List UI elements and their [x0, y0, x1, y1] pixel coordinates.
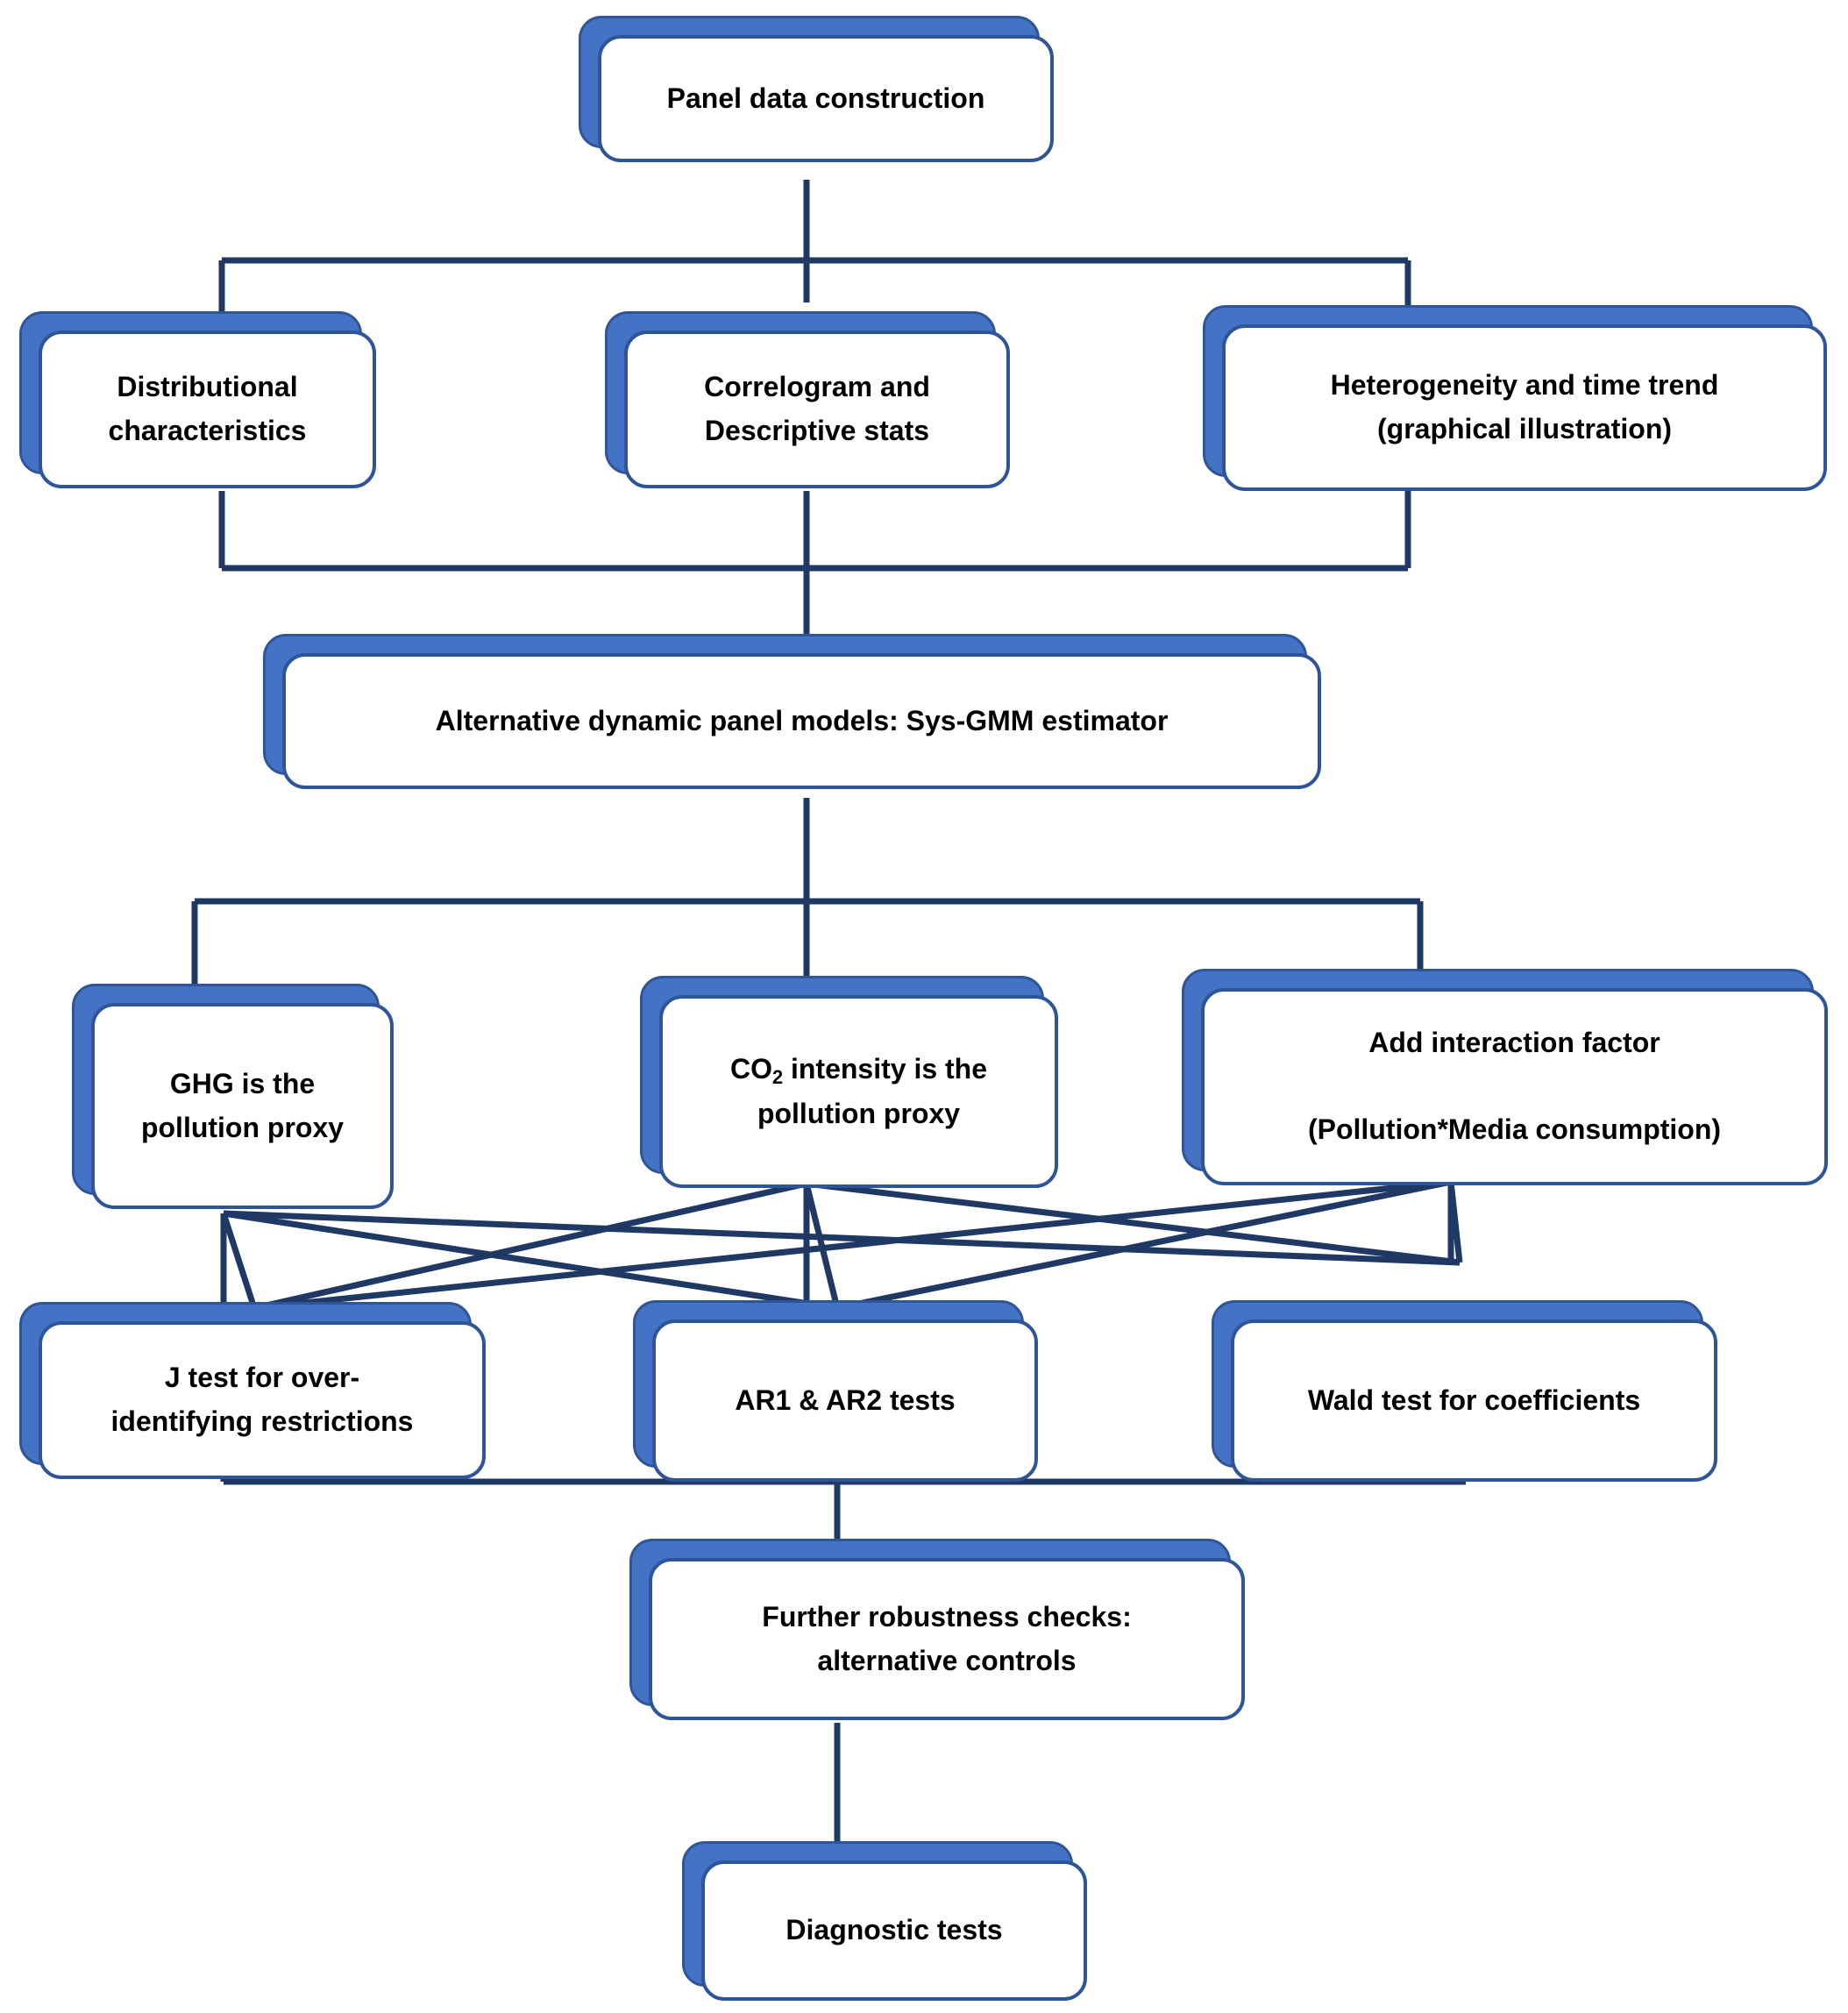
- node-add-interaction-factor[interactable]: Add interaction factor (Pollution*Media …: [1182, 969, 1828, 1185]
- node-face: Add interaction factor (Pollution*Media …: [1201, 988, 1828, 1185]
- node-label: Diagnostic tests: [785, 1914, 1003, 1946]
- node-face: Wald test for coefficients: [1231, 1319, 1717, 1482]
- node-j-test-overidentifying[interactable]: J test for over- identifying restriction…: [19, 1302, 486, 1479]
- node-face: Correlogram and Descriptive stats: [624, 331, 1010, 488]
- node-correlogram-descriptive-stats[interactable]: Correlogram and Descriptive stats: [605, 311, 1010, 488]
- node-label: GHG is the pollution proxy: [140, 1067, 345, 1143]
- node-label: Add interaction factor (Pollution*Media …: [1307, 1027, 1722, 1146]
- node-face: Heterogeneity and time trend (graphical …: [1222, 324, 1827, 491]
- node-ghg-pollution-proxy[interactable]: GHG is the pollution proxy: [72, 984, 394, 1209]
- edge-interaction-to-jtest: [253, 1178, 1452, 1312]
- edge-ghg-to-jtest: [220, 1212, 258, 1310]
- node-label: AR1 & AR2 tests: [735, 1383, 956, 1416]
- node-label: Wald test for coefficients: [1307, 1383, 1641, 1416]
- node-label: Correlogram and Descriptive stats: [704, 371, 930, 446]
- node-heterogeneity-time-trend[interactable]: Heterogeneity and time trend (graphical …: [1203, 305, 1827, 491]
- edge-interaction-to-ar1ar2: [836, 1178, 1452, 1312]
- node-panel-data-construction[interactable]: Panel data construction: [579, 16, 1054, 162]
- node-label: Heterogeneity and time trend (graphical …: [1330, 369, 1719, 445]
- edge-ghg-to-ar1ar2: [223, 1210, 838, 1312]
- node-wald-test-coefficients[interactable]: Wald test for coefficients: [1212, 1300, 1717, 1482]
- node-label: Panel data construction: [666, 82, 985, 114]
- node-ar1-ar2-tests[interactable]: AR1 & AR2 tests: [633, 1300, 1038, 1482]
- node-face: Alternative dynamic panel models: Sys-GM…: [282, 653, 1321, 789]
- node-label: Distributional characteristics: [108, 371, 307, 446]
- node-face: Distributional characteristics: [39, 331, 376, 488]
- node-distributional-characteristics[interactable]: Distributional characteristics: [19, 311, 376, 488]
- edge-co2-to-wald: [806, 1180, 1461, 1266]
- node-face: Diagnostic tests: [701, 1860, 1087, 2001]
- node-face: Further robustness checks: alternative c…: [649, 1558, 1245, 1720]
- node-label: J test for over- identifying restriction…: [110, 1362, 414, 1437]
- node-label: Alternative dynamic panel models: Sys-GM…: [435, 704, 1169, 736]
- node-face: AR1 & AR2 tests: [652, 1319, 1038, 1482]
- node-further-robustness-checks[interactable]: Further robustness checks: alternative c…: [629, 1539, 1245, 1720]
- node-face: GHG is the pollution proxy: [91, 1003, 394, 1209]
- node-label: Further robustness checks: alternative c…: [762, 1600, 1132, 1676]
- node-face: J test for over- identifying restriction…: [39, 1321, 486, 1479]
- edge-co2-to-jtest: [253, 1180, 807, 1312]
- edge-ghg-to-wald: [223, 1210, 1461, 1266]
- node-diagnostic-tests[interactable]: Diagnostic tests: [682, 1841, 1087, 2001]
- node-face: Panel data construction: [598, 35, 1054, 162]
- node-alternative-dynamic-panel-models[interactable]: Alternative dynamic panel models: Sys-GM…: [263, 634, 1321, 789]
